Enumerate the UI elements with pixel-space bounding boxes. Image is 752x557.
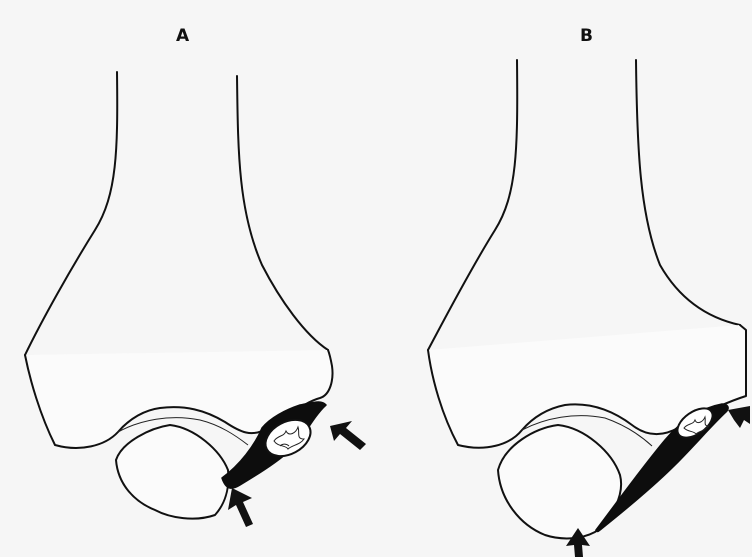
panel-a-shaft-right [237, 76, 328, 350]
panel-b-shaft-right [636, 60, 740, 325]
panel-b-illustration [428, 60, 750, 557]
panel-a-ulna [116, 425, 228, 519]
panel-a-shaft-left [25, 72, 117, 355]
panel-a-illustration [25, 72, 366, 527]
panel-a-arrow-right [330, 421, 366, 450]
panel-b-arrow-right [728, 406, 750, 428]
panel-a-arrow-bottom [228, 488, 253, 527]
panel-b-shaft-left [428, 60, 517, 350]
